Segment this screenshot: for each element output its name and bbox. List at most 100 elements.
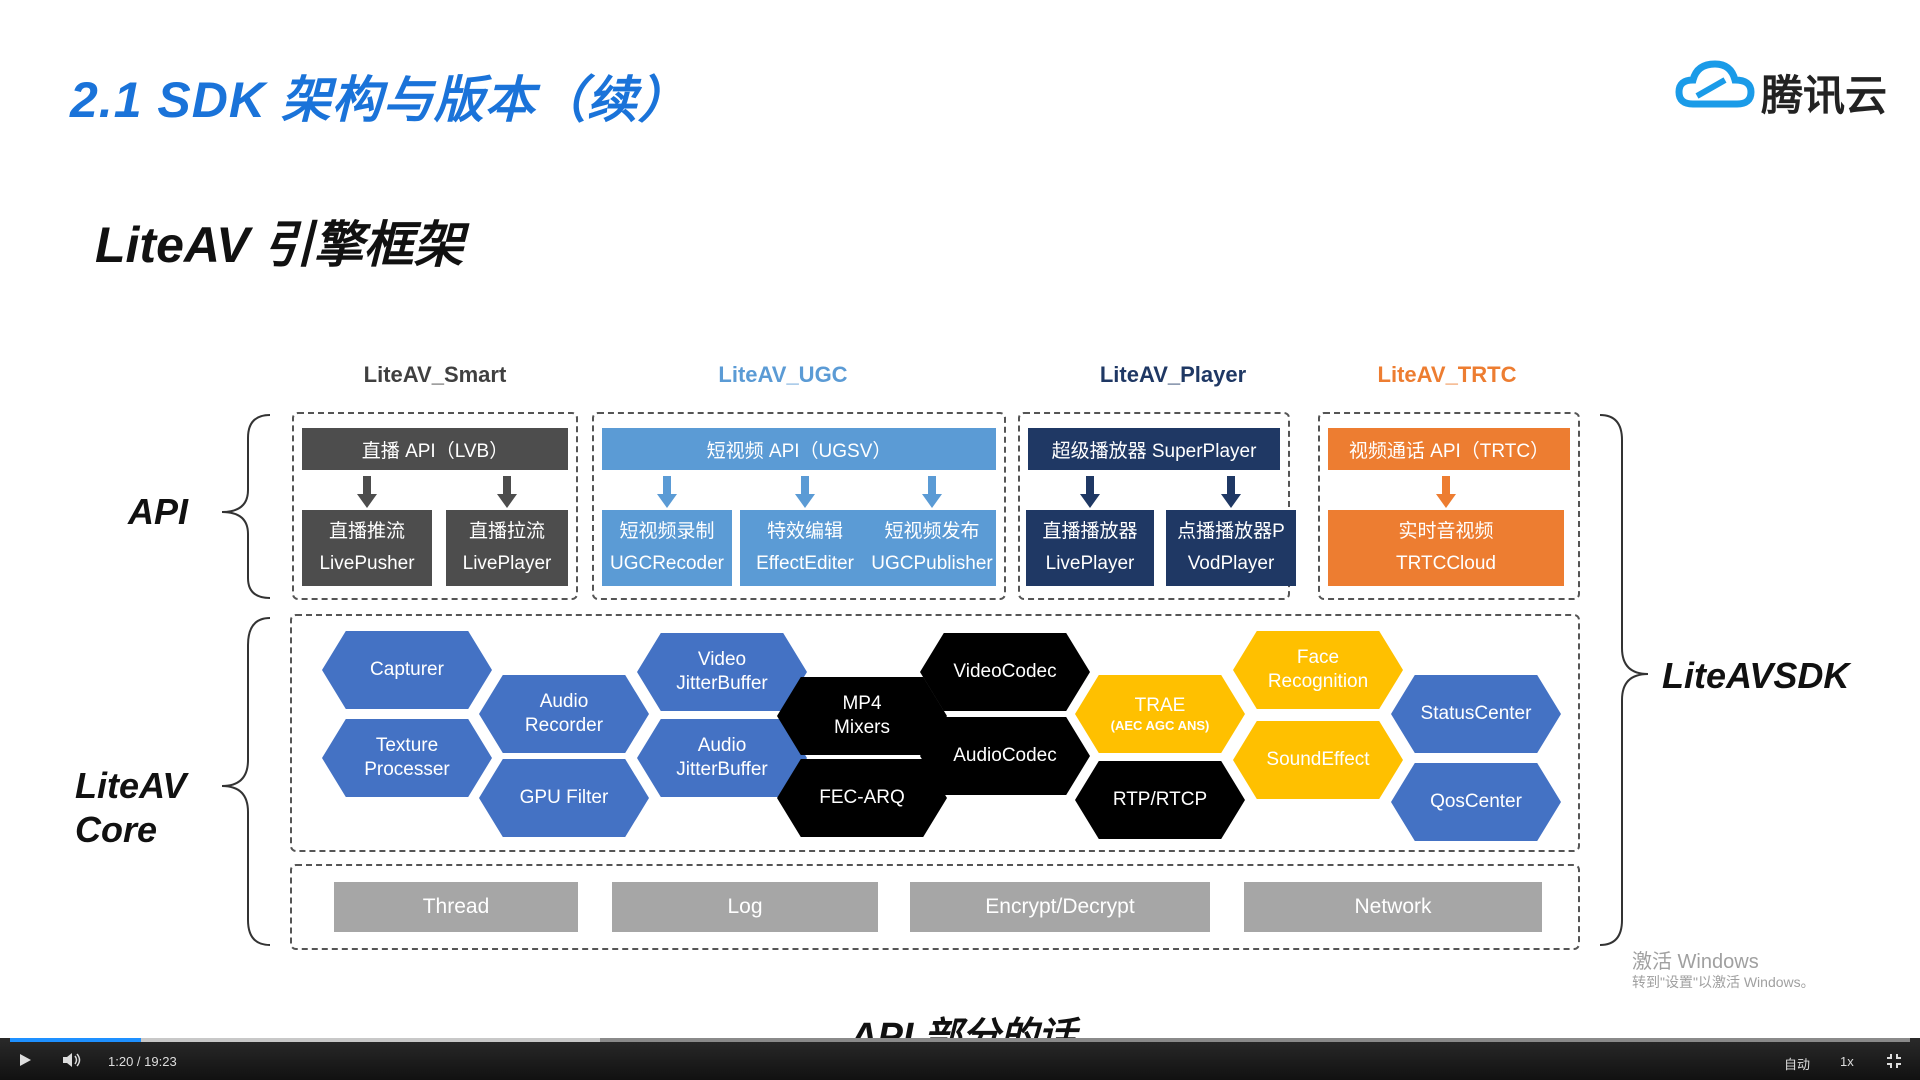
core-module-hex[interactable]: VideoCodec	[920, 633, 1090, 711]
quality-auto-button[interactable]: 自动	[1784, 1057, 1811, 1072]
card-line1: 实时音视频	[1398, 521, 1494, 542]
hex-line1: AudioCodec	[953, 745, 1057, 766]
core-module-hex[interactable]: AudioCodec	[920, 717, 1090, 795]
hex-line1: Audio	[697, 735, 747, 756]
down-arrow-icon	[357, 476, 377, 510]
card-line1: 直播播放器	[1042, 521, 1138, 542]
api-card-3-0[interactable]: 实时音视频 TRTCCloud	[1328, 510, 1564, 586]
hex-line1: GPU Filter	[519, 787, 609, 808]
core-module-hex[interactable]: GPU Filter	[479, 759, 649, 837]
api-bar-0[interactable]: 直播 API（LVB）	[302, 428, 568, 470]
api-bar-3[interactable]: 视频通话 API（TRTC）	[1328, 428, 1570, 470]
api-box-3	[1318, 412, 1580, 600]
card-line2: TRTCCloud	[1396, 553, 1496, 574]
api-brace	[221, 414, 271, 599]
hex-line1: FEC-ARQ	[819, 787, 905, 808]
core-module-hex[interactable]: Capturer	[322, 631, 492, 709]
base-module[interactable]: Log	[612, 882, 878, 932]
fullscreen-exit-button[interactable]	[1886, 1053, 1902, 1074]
play-button[interactable]	[18, 1053, 32, 1072]
api-box-0	[292, 412, 578, 600]
core-module-hex[interactable]: StatusCenter	[1391, 675, 1561, 753]
api-card-0-1[interactable]: 直播拉流 LivePlayer	[446, 510, 568, 586]
hex-line2: (AEC AGC ANS)	[1110, 718, 1210, 733]
volume-icon	[63, 1053, 81, 1067]
hex-line2: JitterBuffer	[676, 673, 768, 694]
hex-line2: Mixers	[834, 717, 890, 738]
card-line1: 短视频发布	[884, 521, 980, 542]
card-line2: LivePlayer	[1045, 553, 1135, 574]
hex-line1: Audio	[539, 691, 589, 712]
down-arrow-icon	[922, 476, 942, 510]
speed-button[interactable]: 1x	[1840, 1054, 1854, 1069]
sdk-brace	[1599, 414, 1649, 946]
hex-line1: QosCenter	[1430, 791, 1522, 812]
column-title-0: LiteAV_Smart	[363, 362, 507, 387]
card-line2: EffectEditer	[756, 553, 854, 574]
cloud-icon	[1675, 60, 1755, 108]
core-module-hex[interactable]: SoundEffect	[1233, 721, 1403, 799]
down-arrow-icon	[1221, 476, 1241, 510]
api-bar-1[interactable]: 短视频 API（UGSV）	[602, 428, 996, 470]
api-card-2-1[interactable]: 点播播放器P VodPlayer	[1166, 510, 1296, 586]
api-label: API	[128, 491, 189, 532]
slide-title: 2.1 SDK 架构与版本（续）	[70, 72, 689, 128]
card-line1: 点播播放器P	[1177, 521, 1285, 542]
hex-line1: SoundEffect	[1266, 749, 1370, 770]
core-module-hex[interactable]: TRAE(AEC AGC ANS)	[1075, 675, 1245, 753]
core-module-hex[interactable]: RTP/RTCP	[1075, 761, 1245, 839]
column-title-2: LiteAV_Player	[1099, 362, 1247, 387]
card-line2: VodPlayer	[1187, 553, 1275, 574]
activate-windows-watermark: 激活 Windows	[1632, 951, 1759, 973]
base-module[interactable]: Network	[1244, 882, 1542, 932]
card-line2: UGCRecoder	[609, 553, 725, 574]
volume-button[interactable]	[62, 1052, 82, 1073]
base-box	[290, 864, 1580, 950]
card-line1: 直播拉流	[468, 521, 545, 542]
progress-track[interactable]	[10, 1038, 1910, 1042]
hex-line2: Processer	[364, 759, 450, 780]
hex-line1: Face	[1296, 647, 1340, 668]
core-module-hex[interactable]: QosCenter	[1391, 763, 1561, 841]
down-arrow-icon	[1436, 476, 1456, 510]
hex-line1: RTP/RTCP	[1112, 789, 1208, 810]
time-display: 1:20 / 19:23	[108, 1054, 177, 1069]
card-line1: 直播推流	[328, 521, 405, 542]
sdk-label: LiteAVSDK	[1662, 655, 1850, 696]
api-card-2-0[interactable]: 直播播放器 LivePlayer	[1026, 510, 1154, 586]
braces	[221, 414, 1649, 946]
card-line1: 特效编辑	[766, 521, 843, 542]
hex-line2: JitterBuffer	[676, 759, 768, 780]
api-card-1-2[interactable]: 短视频发布 UGCPublisher	[868, 510, 996, 586]
card-line1: 短视频录制	[619, 521, 715, 542]
fullscreen-exit-icon	[1887, 1054, 1901, 1068]
api-card-1-1[interactable]: 特效编辑 EffectEditer	[740, 510, 870, 586]
play-icon	[20, 1054, 31, 1066]
api-card-0-0[interactable]: 直播推流 LivePusher	[302, 510, 432, 586]
hex-line1: MP4	[842, 693, 882, 714]
card-line2: UGCPublisher	[871, 553, 993, 574]
video-control-bar	[0, 1038, 1920, 1080]
column-title-1: LiteAV_UGC	[718, 362, 848, 387]
card-line2: LivePusher	[319, 553, 415, 574]
core-box	[290, 614, 1580, 852]
hex-line2: Recorder	[524, 715, 604, 736]
api-bar-2[interactable]: 超级播放器 SuperPlayer	[1028, 428, 1280, 470]
api-card-1-0[interactable]: 短视频录制 UGCRecoder	[602, 510, 732, 586]
core-brace	[221, 617, 271, 946]
hex-line1: Texture	[375, 735, 439, 756]
tencent-cloud-logo: 腾讯云	[1675, 56, 1887, 119]
column-title-3: LiteAV_TRTC	[1377, 362, 1517, 387]
core-label-line1: LiteAV	[75, 765, 187, 806]
core-module-hex[interactable]: FEC-ARQ	[777, 759, 947, 837]
base-module[interactable]: Thread	[334, 882, 578, 932]
base-module[interactable]: Encrypt/Decrypt	[910, 882, 1210, 932]
hex-line1: Video	[697, 649, 747, 670]
card-line2: LivePlayer	[462, 553, 552, 574]
